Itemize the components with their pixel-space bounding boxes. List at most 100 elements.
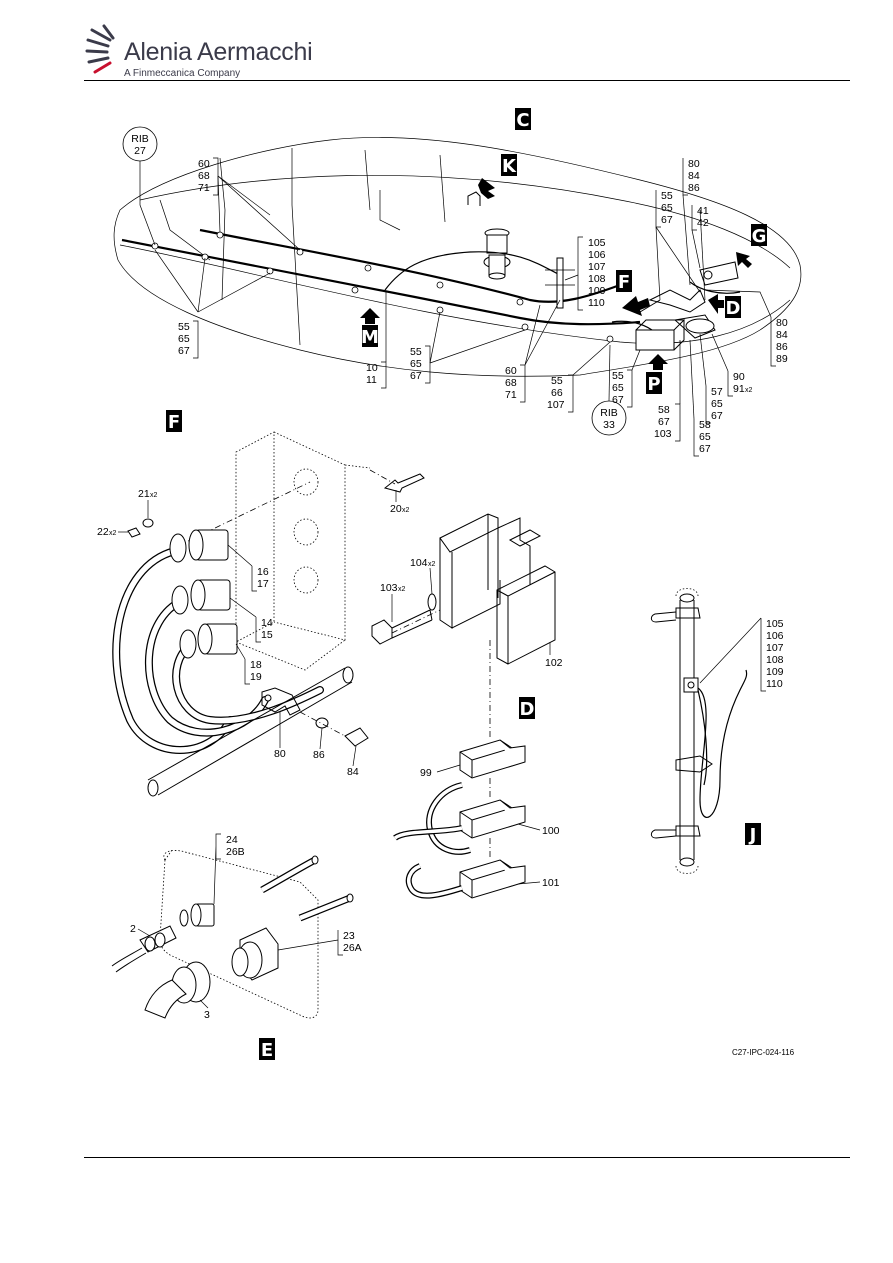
detail-view-j: 105 106 107 108 109 110 J: [650, 588, 784, 874]
svg-text:84: 84: [688, 170, 700, 182]
svg-text:M: M: [361, 327, 379, 348]
svg-text:67: 67: [658, 416, 670, 428]
callout-55-66-107: 55 66 107: [547, 341, 611, 413]
callout-10-11: 10 11: [366, 292, 387, 389]
svg-text:E: E: [261, 1040, 273, 1061]
svg-text:C: C: [516, 110, 529, 131]
svg-text:107: 107: [588, 261, 606, 273]
header-rule: [84, 80, 850, 81]
svg-text:RIB: RIB: [600, 407, 618, 419]
svg-text:86: 86: [776, 341, 788, 353]
label-84: 84: [347, 766, 359, 778]
svg-text:65: 65: [699, 431, 711, 443]
svg-text:x2: x2: [398, 586, 406, 593]
callout-55-65-67-p: 55 65 67: [612, 349, 641, 408]
detail-view-e: 24 26B 2 23 26A 3 E: [111, 833, 362, 1061]
svg-text:11: 11: [366, 374, 377, 386]
callout-60-68-71-top: 60 68 71: [198, 157, 301, 251]
callout-58-65-67: 58 65 67: [689, 339, 711, 457]
svg-text:27: 27: [134, 145, 146, 157]
svg-text:66: 66: [551, 387, 563, 399]
svg-text:60: 60: [198, 158, 210, 170]
label-102: 102: [545, 657, 563, 669]
svg-text:26B: 26B: [226, 846, 245, 858]
svg-text:84: 84: [776, 329, 788, 341]
callout-80-84-86-89: 80 84 86 89: [704, 289, 788, 367]
label-104: 104: [410, 557, 428, 569]
svg-text:91: 91: [733, 383, 745, 395]
svg-text:67: 67: [178, 345, 190, 357]
svg-text:D: D: [726, 298, 741, 319]
svg-text:67: 67: [612, 394, 624, 406]
svg-text:68: 68: [198, 170, 210, 182]
callout-60-68-71-mid: 60 68 71: [505, 299, 561, 403]
callout-41-42: 41 42: [691, 205, 709, 269]
view-arrow-g: G: [736, 224, 767, 268]
detail-view-d: 104 x2 103 x2 102 D: [371, 513, 563, 899]
view-arrow-p: P: [646, 354, 668, 395]
svg-text:K: K: [502, 156, 517, 177]
svg-text:86: 86: [688, 182, 700, 194]
callout-105-110-main: 105 106 107 108 109 110: [564, 236, 606, 311]
svg-text:107: 107: [547, 399, 565, 411]
label-86: 86: [313, 749, 325, 761]
svg-text:65: 65: [612, 382, 624, 394]
svg-text:107: 107: [766, 642, 784, 654]
view-arrow-m: M: [360, 308, 380, 348]
label-101: 101: [542, 877, 560, 889]
svg-text:67: 67: [711, 410, 723, 422]
label-22: 22: [97, 526, 109, 538]
svg-text:106: 106: [766, 630, 784, 642]
label-3: 3: [204, 1009, 210, 1021]
svg-text:18: 18: [250, 659, 262, 671]
alenia-logo-icon: [85, 24, 115, 74]
callout-57-65-67: 57 65 67: [699, 333, 723, 424]
svg-text:57: 57: [711, 386, 723, 398]
svg-text:90: 90: [733, 371, 745, 383]
label-21: 21: [138, 488, 150, 500]
svg-text:42: 42: [697, 217, 709, 229]
svg-text:65: 65: [178, 333, 190, 345]
svg-text:55: 55: [178, 321, 190, 333]
svg-text:67: 67: [661, 214, 673, 226]
footer-rule: [84, 1157, 850, 1158]
svg-text:58: 58: [658, 404, 670, 416]
svg-text:15: 15: [261, 629, 273, 641]
svg-text:55: 55: [410, 346, 422, 358]
filler-cap: [483, 228, 511, 280]
view-arrow-f: F: [616, 270, 650, 316]
svg-text:65: 65: [711, 398, 723, 410]
svg-text:67: 67: [699, 443, 711, 455]
svg-text:J: J: [748, 825, 757, 846]
svg-text:10: 10: [366, 362, 378, 374]
label-20: 20: [390, 503, 402, 515]
callout-90-91: 90 91 x2: [711, 333, 753, 397]
main-view-c: C: [113, 108, 802, 457]
rib-33-bubble: RIB 33: [591, 344, 627, 436]
svg-text:14: 14: [261, 617, 273, 629]
svg-text:RIB: RIB: [131, 133, 149, 145]
svg-text:x2: x2: [109, 530, 117, 537]
svg-text:110: 110: [766, 678, 783, 690]
svg-text:68: 68: [505, 377, 517, 389]
svg-text:103: 103: [654, 428, 672, 440]
callout-55-65-67-left: 55 65 67: [154, 249, 271, 359]
svg-text:105: 105: [588, 237, 606, 249]
wing-outline: [113, 137, 802, 377]
view-arrow-k: K: [478, 154, 517, 199]
svg-text:P: P: [647, 374, 660, 395]
label-2: 2: [130, 923, 136, 935]
svg-text:24: 24: [226, 834, 238, 846]
svg-text:67: 67: [410, 370, 422, 382]
svg-text:26A: 26A: [343, 942, 362, 954]
view-tag-c: C: [515, 108, 531, 131]
svg-text:58: 58: [699, 419, 711, 431]
figure-reference: C27-IPC-024-116: [732, 1048, 795, 1057]
label-99: 99: [420, 767, 432, 779]
pipe-aft: [199, 228, 621, 303]
callout-55-65-67-mid: 55 65 67: [410, 311, 526, 384]
svg-text:16: 16: [257, 566, 269, 578]
svg-text:x2: x2: [428, 561, 436, 568]
svg-text:65: 65: [661, 202, 673, 214]
